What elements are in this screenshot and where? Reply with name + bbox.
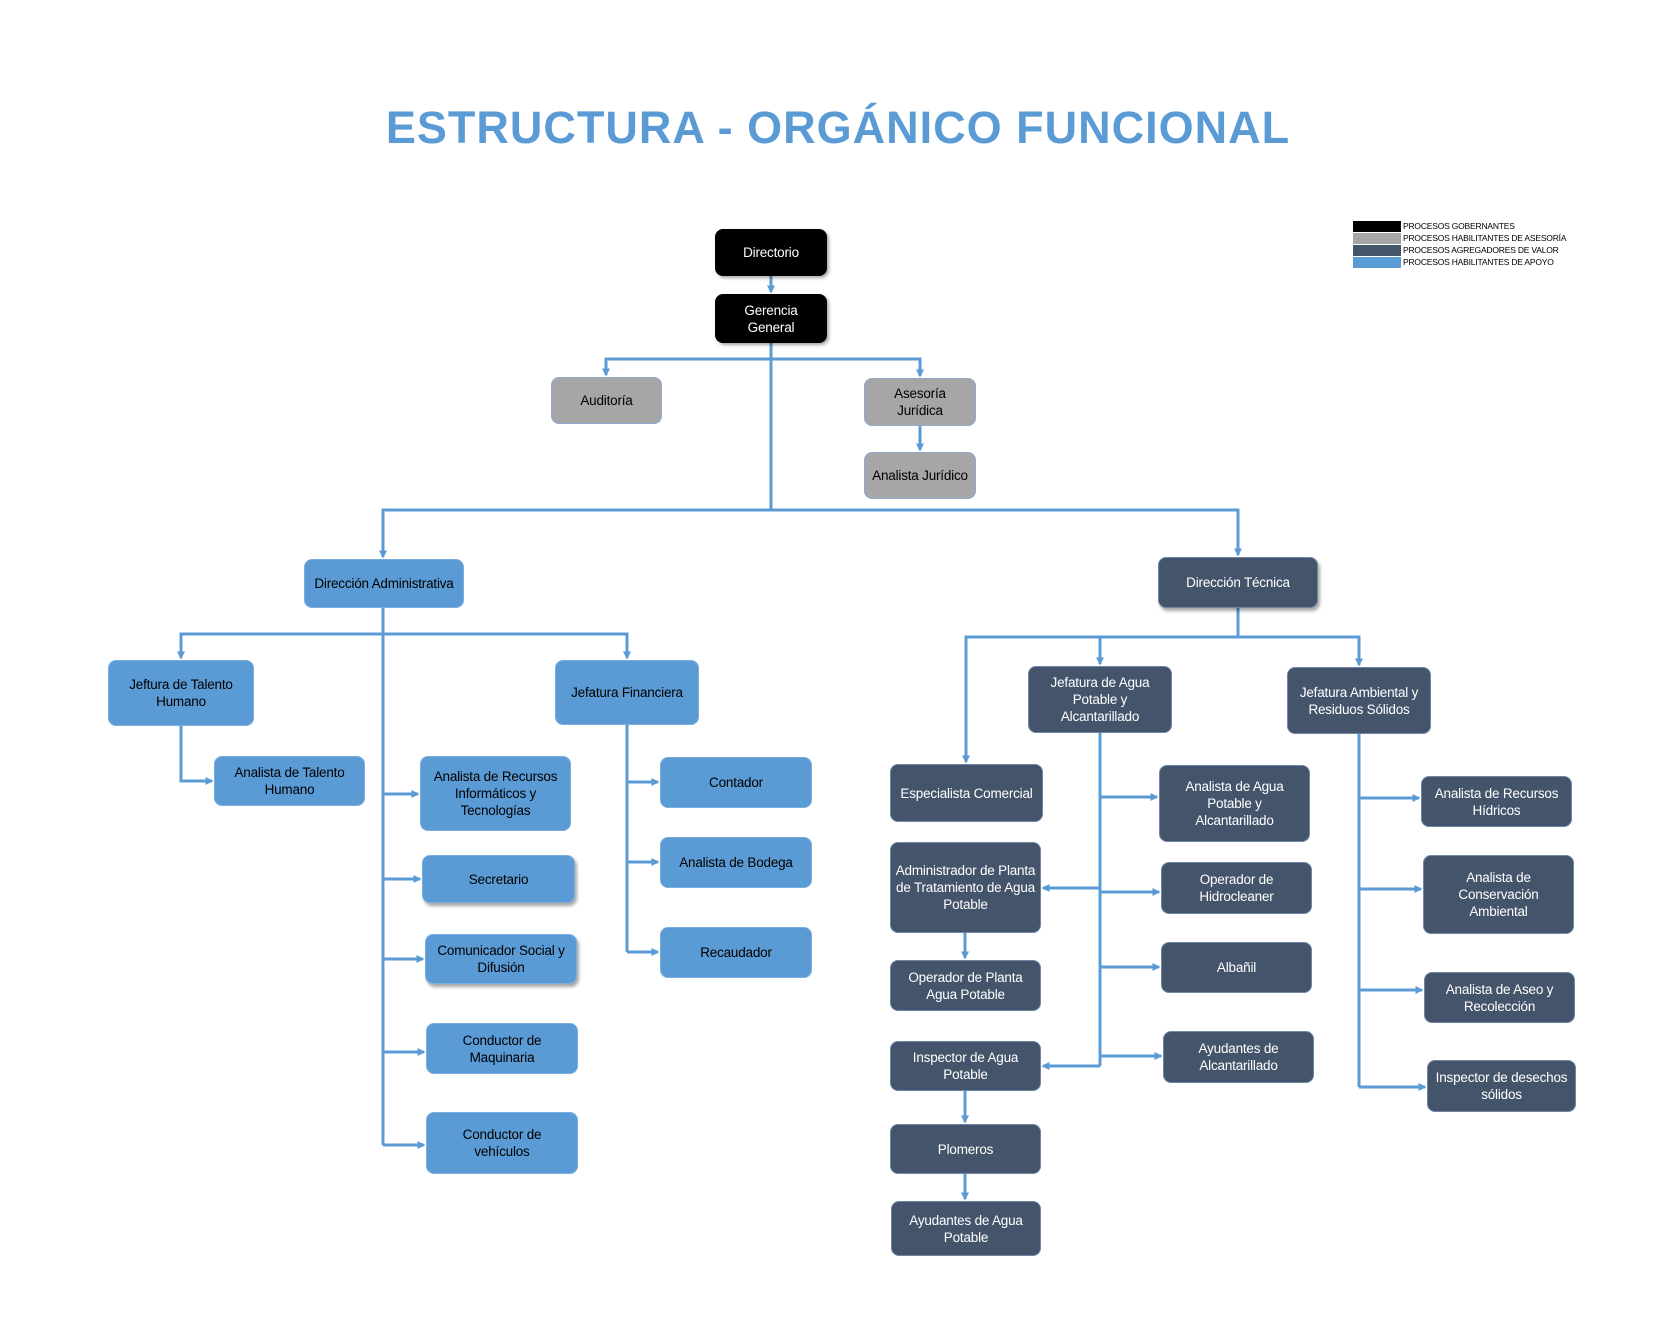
node-direccion-administrativa: Dirección Administrativa xyxy=(304,559,464,608)
node-label: Contador xyxy=(709,775,763,790)
node-jefatura-ambiental: Jefatura Ambiental y Residuos Sólidos xyxy=(1287,667,1431,734)
node-inspector-desechos-solidos: Inspector de desechos sólidos xyxy=(1427,1060,1576,1112)
node-contador: Contador xyxy=(660,757,812,808)
node-jefatura-financiera: Jefatura Financiera xyxy=(555,660,699,725)
connector-dir-tec-especialista xyxy=(962,635,1238,764)
node-directorio: Directorio xyxy=(715,229,827,276)
node-label: Conductor de vehículos xyxy=(462,1127,542,1159)
node-analista-bodega: Analista de Bodega xyxy=(660,837,812,888)
node-analista-aseo-recoleccion: Analista de Aseo y Recolección xyxy=(1424,972,1575,1023)
legend-label: PROCESOS GOBERNANTES xyxy=(1403,221,1515,231)
connector-jef-th-analista-th xyxy=(179,726,214,785)
legend-label: PROCESOS HABILITANTES DE APOYO xyxy=(1403,257,1554,267)
legend-swatch xyxy=(1353,256,1401,268)
node-label: Jefatura Ambiental y Residuos Sólidos xyxy=(1299,684,1419,717)
node-label: Analista de Recursos Informáticos y Tecn… xyxy=(433,769,558,818)
node-ayudantes-agua-potable: Ayudantes de Agua Potable xyxy=(891,1201,1041,1256)
node-label: Especialista Comercial xyxy=(900,785,1033,801)
legend-swatch xyxy=(1353,244,1401,256)
node-administrador-planta: Administrador de Planta de Tratamiento d… xyxy=(890,842,1041,933)
node-secretario: Secretario xyxy=(422,855,575,903)
legend-item-gobernantes: PROCESOS GOBERNANTES xyxy=(1353,220,1566,232)
node-operador-hidrocleaner: Operador de Hidrocleaner xyxy=(1161,862,1312,914)
node-label: Analista de Conservación Ambiental xyxy=(1458,870,1539,919)
node-inspector-agua-potable: Inspector de Agua Potable xyxy=(890,1041,1041,1091)
node-albanil: Albañil xyxy=(1161,942,1312,993)
node-especialista-comercial: Especialista Comercial xyxy=(890,764,1043,822)
node-label: Inspector de Agua Potable xyxy=(912,1050,1019,1082)
legend-swatch xyxy=(1353,220,1401,232)
node-label: Analista de Bodega xyxy=(679,855,793,870)
node-jefatura-agua-potable: Jefatura de Agua Potable y Alcantarillad… xyxy=(1028,666,1172,733)
node-jefatura-talento-humano: Jeftura de Talento Humano xyxy=(108,660,254,726)
node-auditoria: Auditoría xyxy=(551,377,662,424)
legend-item-asesoria: PROCESOS HABILITANTES DE ASESORÍA xyxy=(1353,232,1566,244)
node-conductor-maquinaria: Conductor de Maquinaria xyxy=(426,1023,578,1074)
legend-item-apoyo: PROCESOS HABILITANTES DE APOYO xyxy=(1353,256,1566,268)
node-label: Dirección Administrativa xyxy=(314,576,454,591)
node-analista-juridico: Analista Jurídico xyxy=(864,452,976,499)
node-direccion-tecnica: Dirección Técnica xyxy=(1158,557,1318,608)
node-comunicador-social: Comunicador Social y Difusión xyxy=(425,934,577,984)
legend-swatch xyxy=(1353,232,1401,244)
node-label: Jefatura Financiera xyxy=(571,685,683,700)
node-label: Analista de Agua Potable y Alcantarillad… xyxy=(1185,779,1284,828)
node-label: Recaudador xyxy=(700,945,772,960)
node-analista-agua-potable: Analista de Agua Potable y Alcantarillad… xyxy=(1159,765,1310,842)
connector-dir-adm-jef-th xyxy=(177,632,383,660)
node-asesoria-juridica: Asesoría Jurídica xyxy=(864,378,976,426)
legend-label: PROCESOS AGREGADORES DE VALOR xyxy=(1403,245,1559,255)
node-label: Operador de Planta Agua Potable xyxy=(908,969,1023,1002)
node-plomeros: Plomeros xyxy=(890,1124,1041,1174)
node-label: Ayudantes de Agua Potable xyxy=(909,1212,1023,1245)
node-label: Plomeros xyxy=(937,1141,994,1157)
legend-label: PROCESOS HABILITANTES DE ASESORÍA xyxy=(1403,233,1567,243)
node-analista-talento-humano: Analista de Talento Humano xyxy=(214,756,365,806)
node-label: Secretario xyxy=(468,871,529,887)
connector-dir-tec-jef-amb xyxy=(1238,635,1363,667)
node-label: Inspector de desechos sólidos xyxy=(1435,1070,1568,1102)
node-ayudantes-alcantarillado: Ayudantes de Alcantarillado xyxy=(1163,1031,1314,1083)
node-label: Jefatura de Agua Potable y Alcantarillad… xyxy=(1050,675,1150,724)
connector-gerencia-asesoria xyxy=(771,357,924,378)
node-label: Analista de Aseo y Recolección xyxy=(1445,981,1554,1014)
connector-gerencia-dir-tec xyxy=(771,508,1242,557)
node-label: Operador de Hidrocleaner xyxy=(1199,872,1274,904)
node-label: Analista de Recursos Hídricos xyxy=(1434,785,1559,818)
node-label: Administrador de Planta de Tratamiento d… xyxy=(895,863,1036,912)
connector-gerencia-dir-adm xyxy=(379,508,771,559)
connector-gerencia-auditoria xyxy=(602,357,771,377)
node-gerencia-general: Gerencia General xyxy=(715,294,827,343)
legend: PROCESOS GOBERNANTES PROCESOS HABILITANT… xyxy=(1353,220,1566,268)
node-operador-planta: Operador de Planta Agua Potable xyxy=(890,960,1041,1011)
legend-item-agregadores: PROCESOS AGREGADORES DE VALOR xyxy=(1353,244,1566,256)
node-recaudador: Recaudador xyxy=(660,927,812,978)
connector-dir-adm-jef-fin xyxy=(383,632,631,660)
node-analista-recursos-hidricos: Analista de Recursos Hídricos xyxy=(1421,776,1572,827)
node-label: Asesoría Jurídica xyxy=(894,386,946,418)
node-label: Analista Jurídico xyxy=(872,468,968,483)
node-label: Auditoría xyxy=(580,393,633,408)
node-label: Comunicador Social y Difusión xyxy=(437,943,565,975)
node-analista-conservacion-ambiental: Analista de Conservación Ambiental xyxy=(1423,855,1574,934)
node-label: Albañil xyxy=(1216,960,1257,975)
node-label: Ayudantes de Alcantarillado xyxy=(1198,1041,1279,1073)
node-label: Dirección Técnica xyxy=(1186,575,1290,590)
node-label: Jeftura de Talento Humano xyxy=(129,677,233,709)
node-label: Conductor de Maquinaria xyxy=(462,1032,542,1065)
page-title: ESTRUCTURA - ORGÁNICO FUNCIONAL xyxy=(385,102,1291,153)
node-label: Gerencia General xyxy=(744,302,798,335)
node-conductor-vehiculos: Conductor de vehículos xyxy=(426,1112,578,1174)
node-analista-recursos-informaticos: Analista de Recursos Informáticos y Tecn… xyxy=(420,756,571,831)
node-label: Analista de Talento Humano xyxy=(234,765,345,797)
node-label: Directorio xyxy=(743,245,799,260)
